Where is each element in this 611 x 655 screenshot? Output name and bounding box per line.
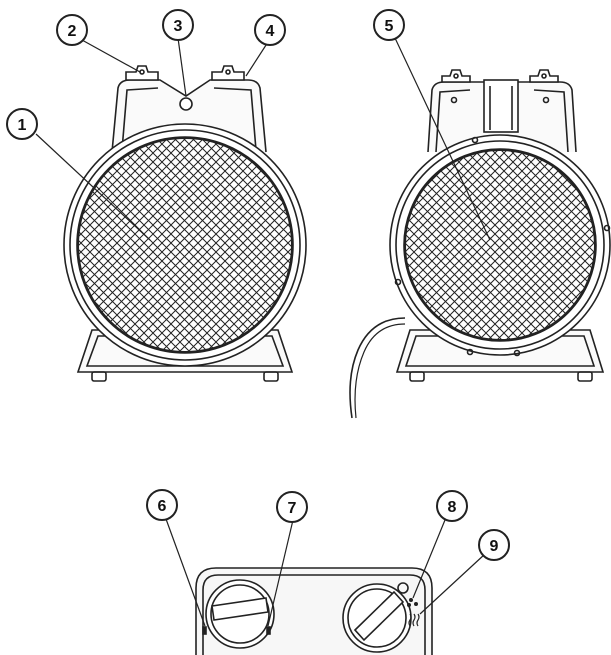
carry-handle-hole [179,97,193,111]
back-grille-mesh [405,150,595,340]
back-carry-handle [483,79,519,133]
thermostat-min-marker [202,626,207,635]
svg-text:7: 7 [288,500,297,517]
front-grille-mesh [78,138,292,352]
svg-text:1: 1 [18,117,27,134]
fan-symbol-icon [407,598,418,607]
front-view-heater [63,65,307,382]
mounting-tab-right [211,65,245,81]
svg-text:8: 8 [448,499,457,516]
back-mounting-tab-right [529,69,559,83]
heat-symbol-icon [408,613,420,627]
callout-4: 4 [254,14,286,46]
leader-lines [35,37,491,627]
mode-selector-knob [342,583,412,653]
svg-text:9: 9 [490,538,499,555]
svg-text:3: 3 [174,18,183,35]
thermostat-max-marker [266,626,271,635]
callout-7: 7 [276,491,308,523]
thermostat-knob [205,579,275,649]
power-cord [349,317,406,419]
callout-6: 6 [146,489,178,521]
svg-text:4: 4 [266,23,275,40]
callout-2: 2 [56,14,88,46]
callout-8: 8 [436,490,468,522]
callout-5: 5 [373,9,405,41]
back-view-heater [349,69,611,419]
callout-9: 9 [478,529,510,561]
svg-text:6: 6 [158,498,167,515]
power-indicator-light [397,582,409,594]
callout-1: 1 [6,108,38,140]
mounting-tab-left [125,65,159,81]
back-mounting-tab-left [441,69,471,83]
svg-text:2: 2 [68,23,77,40]
control-panel [195,567,433,655]
svg-text:5: 5 [385,18,394,35]
callout-3: 3 [162,9,194,41]
